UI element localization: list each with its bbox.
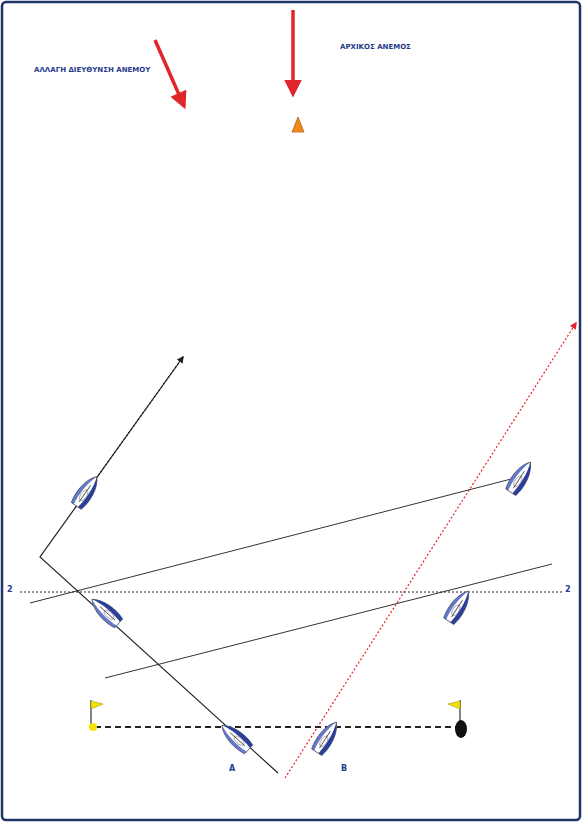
boat-b-course xyxy=(285,323,576,778)
shifted-wind-arrow xyxy=(155,40,184,106)
boat-letter: B xyxy=(341,764,355,773)
level-number: 2 xyxy=(7,585,21,594)
boat xyxy=(87,594,124,629)
level-number: 2 xyxy=(565,585,579,594)
ladder-line xyxy=(105,564,552,678)
dotted-level-line xyxy=(20,592,562,593)
windward-mark xyxy=(292,117,304,132)
boat xyxy=(217,720,254,755)
initial-wind-label: ΑΡΧΙΚΟΣ ΑΝΕΜΟΣ xyxy=(340,43,460,51)
boat xyxy=(70,472,103,510)
boat xyxy=(442,587,474,625)
boat xyxy=(504,458,536,496)
boat-letter: A xyxy=(229,764,243,773)
boat xyxy=(310,718,342,756)
start-flag-left xyxy=(89,700,103,731)
start-line xyxy=(95,726,458,728)
initial-wind-arrow xyxy=(291,10,295,94)
ladder-line xyxy=(30,478,515,603)
wind-shift-label: ΑΛΛΑΓΗ ΔΙΕΥΘΥΝΣΗ ΑΝΕΜΟΥ xyxy=(34,66,152,74)
start-flag-right xyxy=(448,700,467,738)
boat-a-course xyxy=(40,357,278,773)
